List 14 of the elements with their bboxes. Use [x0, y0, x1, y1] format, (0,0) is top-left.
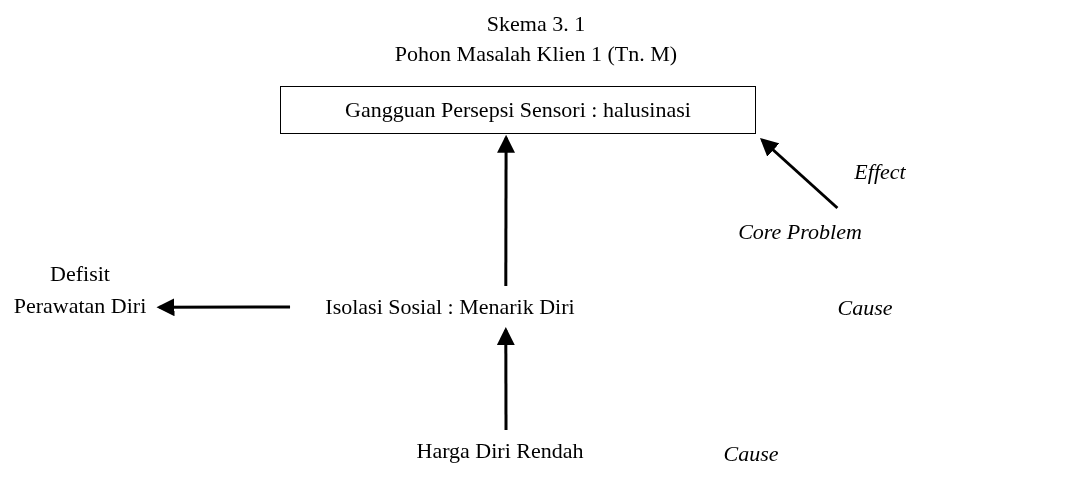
problem-text: Harga Diri Rendah [400, 434, 600, 468]
arrow [496, 327, 515, 430]
problem-box: Gangguan Persepsi Sensori : halusinasi [280, 86, 756, 134]
level-label: Cause [722, 440, 780, 468]
problem-text: Isolasi Sosial : Menarik Diri [295, 290, 605, 324]
arrow [156, 298, 291, 317]
level-label: Cause [836, 294, 894, 322]
level-label: Effect [853, 158, 907, 186]
diagram-subtitle: Pohon Masalah Klien 1 (Tn. M) [393, 40, 679, 68]
diagram-title: Skema 3. 1 [485, 10, 587, 38]
problem-text: Core Problem [690, 216, 910, 248]
problem-text: Defisit Perawatan Diri [5, 258, 155, 322]
arrow [497, 134, 516, 286]
arrow [759, 138, 839, 210]
